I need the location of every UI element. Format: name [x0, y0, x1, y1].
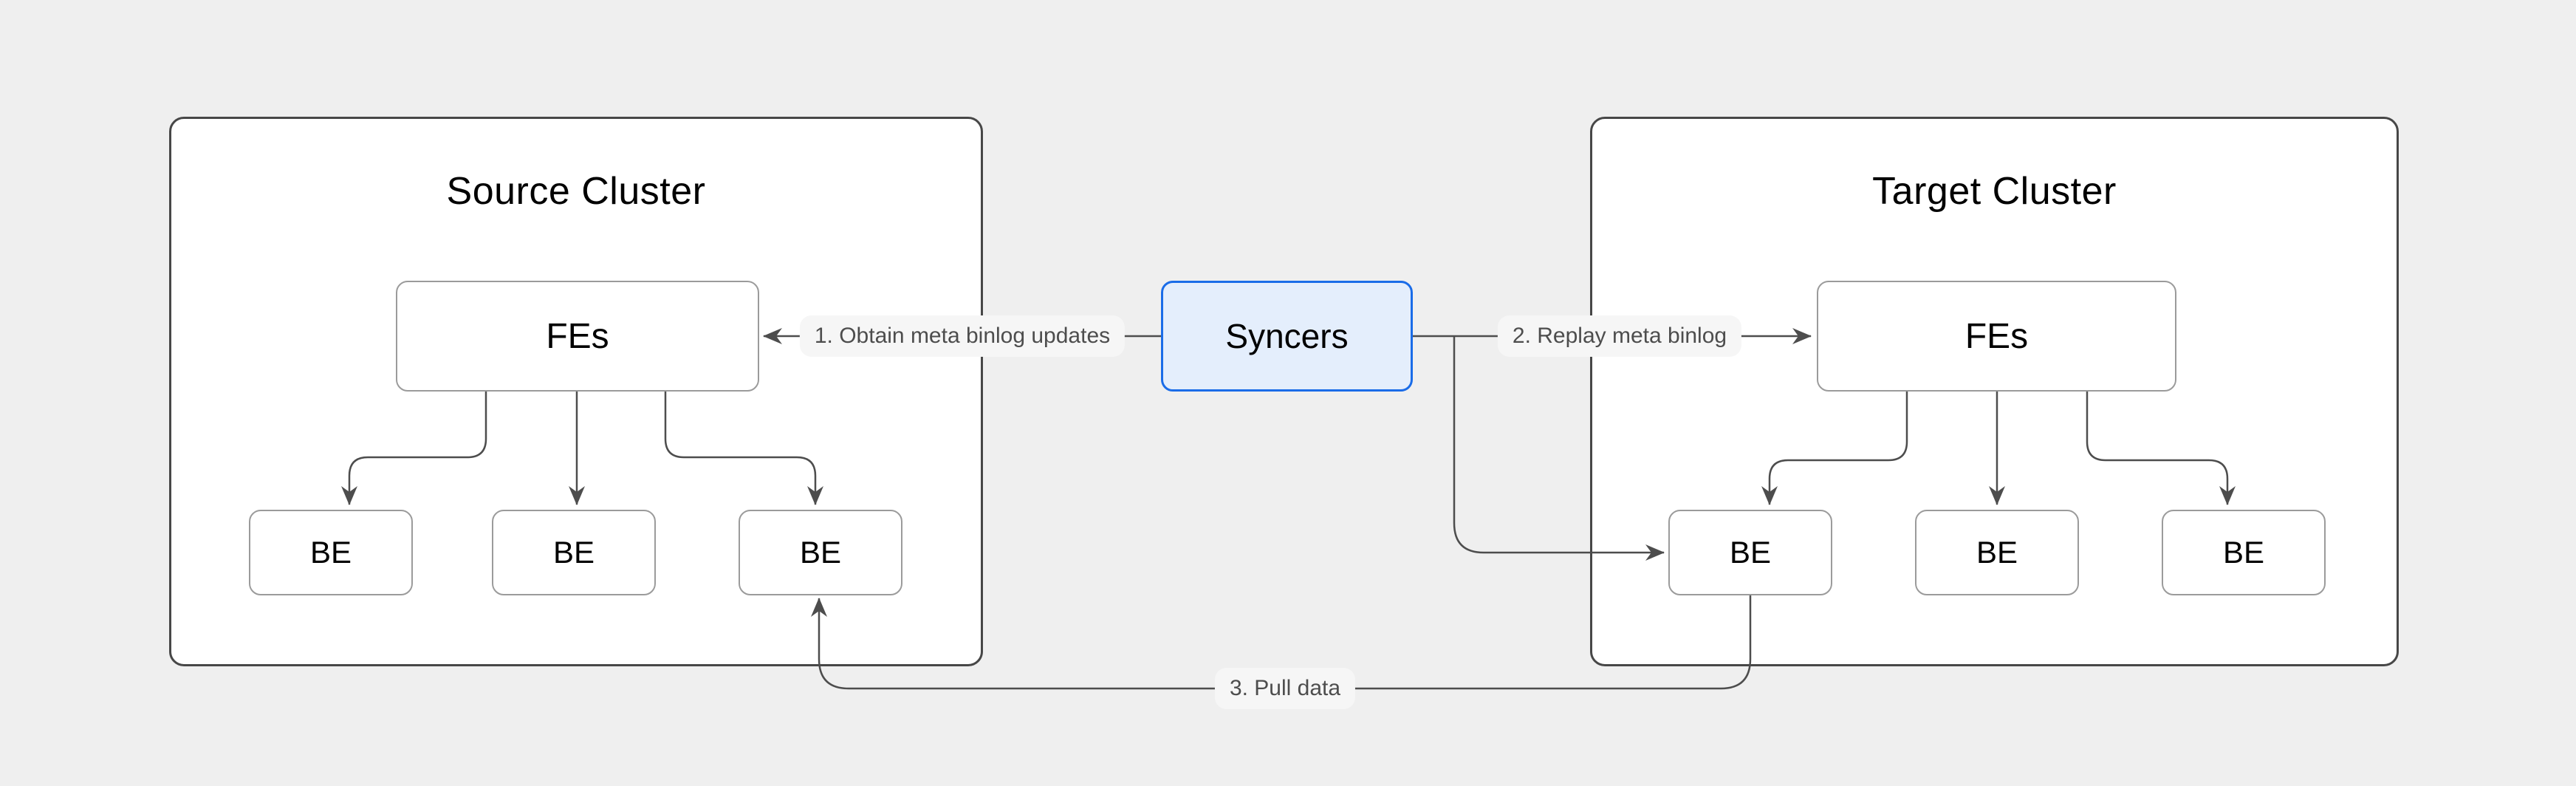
syncers-node: Syncers	[1161, 281, 1413, 392]
target-be-node-2: BE	[1915, 510, 2079, 595]
edge-label-pull-data: 3. Pull data	[1214, 668, 1356, 709]
source-be-node-3: BE	[739, 510, 902, 595]
target-be-node-1: BE	[1668, 510, 1832, 595]
source-cluster-title: Source Cluster	[446, 170, 706, 213]
target-cluster-title: Target Cluster	[1872, 170, 2117, 213]
edge-label-obtain-meta-binlog: 1. Obtain meta binlog updates	[799, 315, 1126, 357]
edge-label-replay-meta-binlog: 2. Replay meta binlog	[1497, 315, 1742, 357]
target-be-node-3: BE	[2162, 510, 2326, 595]
source-be-node-1: BE	[249, 510, 413, 595]
target-fes-node: FEs	[1817, 281, 2176, 392]
source-fes-node: FEs	[396, 281, 759, 392]
source-be-node-2: BE	[492, 510, 656, 595]
